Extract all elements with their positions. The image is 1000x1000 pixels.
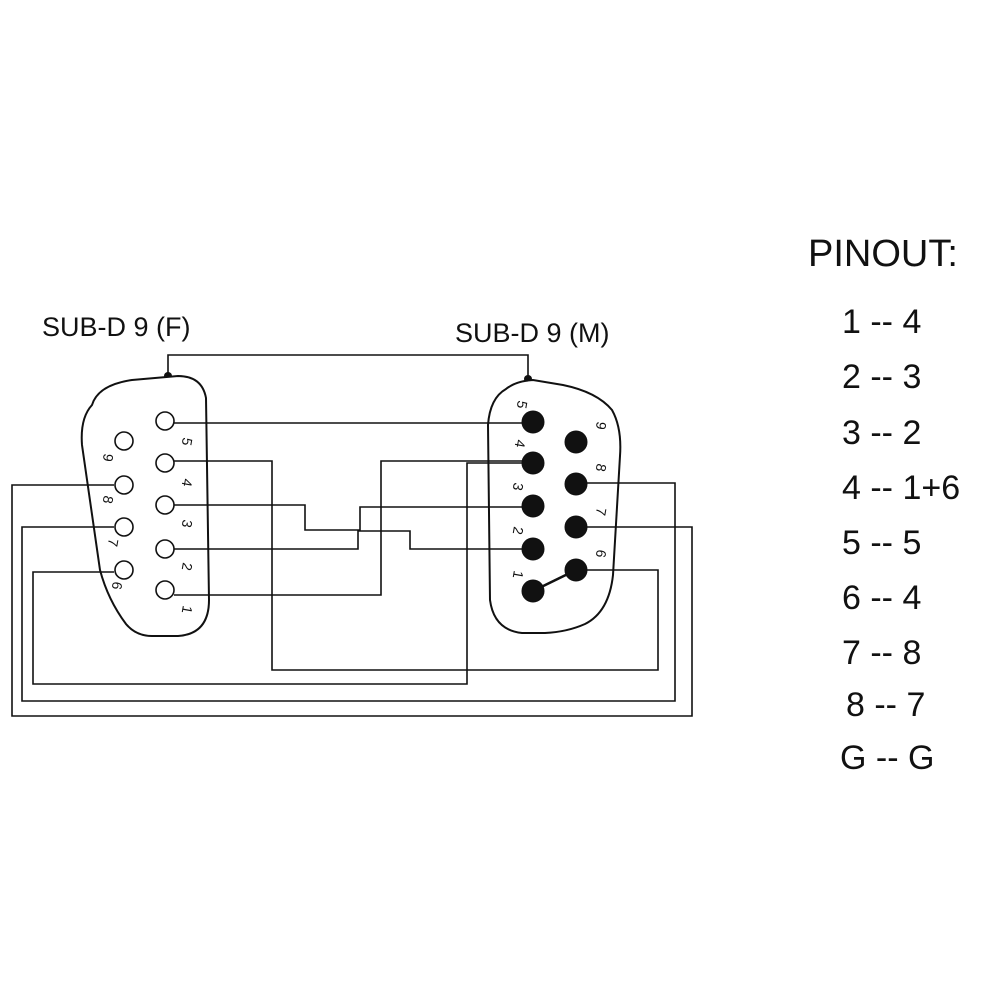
female-connector-shell <box>80 374 211 637</box>
female-pin-7 <box>114 517 134 537</box>
female-pin-5 <box>155 411 175 431</box>
pinout-row: G -- G <box>840 739 934 777</box>
male-pin-number: 8 <box>593 462 610 473</box>
female-pin-4 <box>155 453 175 473</box>
male-connector-title: SUB-D 9 (M) <box>455 318 610 348</box>
female-pin-number: 9 <box>100 452 117 463</box>
ground-wire <box>167 354 529 379</box>
male-pin-3 <box>521 494 545 518</box>
female-pin-6 <box>114 560 134 580</box>
male-pin-number: 7 <box>593 506 610 517</box>
pinout-row: 2 -- 3 <box>842 358 921 396</box>
male-pin-number: 2 <box>510 525 527 536</box>
male-pin-5 <box>521 410 545 434</box>
pinout-row: 6 -- 4 <box>842 579 921 617</box>
male-pin-6 <box>564 558 588 582</box>
female-pin-2 <box>155 539 175 559</box>
female-pin-number: 6 <box>109 580 126 591</box>
pinout-row: 3 -- 2 <box>842 414 921 452</box>
female-pin-number: 3 <box>179 518 196 529</box>
male-pin-number: 1 <box>510 569 527 580</box>
female-pin-8 <box>114 475 134 495</box>
male-pin-number: 9 <box>593 420 610 431</box>
female-pin-number: 5 <box>179 436 196 447</box>
wire-female5-male6 <box>174 460 659 671</box>
wire-female4-male3 <box>174 504 524 531</box>
wire-female8-male7 <box>11 484 693 717</box>
female-pin-3 <box>155 495 175 515</box>
male-pin-2 <box>521 537 545 561</box>
male-pin-number: 6 <box>593 548 610 559</box>
male-pin-number: 4 <box>512 438 529 449</box>
pinout-row: 5 -- 5 <box>842 524 921 562</box>
pinout-row: 8 -- 7 <box>846 686 925 724</box>
male-pin-9 <box>564 430 588 454</box>
female-pin-number: 7 <box>105 537 122 548</box>
male-pin-1 <box>521 579 545 603</box>
wire-female7-male8 <box>21 482 676 702</box>
female-pin-1 <box>155 580 175 600</box>
female-connector-title: SUB-D 9 (F) <box>42 312 191 342</box>
pinout-title: PINOUT: <box>808 233 958 275</box>
pinout-row: 1 -- 4 <box>842 303 921 341</box>
pinout-row: 7 -- 8 <box>842 634 921 672</box>
pinout-row: 4 -- 1+6 <box>842 469 960 507</box>
female-pin-number: 8 <box>100 494 117 505</box>
female-pin-number: 1 <box>179 604 196 615</box>
wire-female6-male4 <box>32 462 524 685</box>
male-pin-number: 3 <box>510 481 527 492</box>
female-pin-number: 4 <box>179 477 196 488</box>
male-pin-7 <box>564 515 588 539</box>
male-pin-number: 5 <box>514 399 531 410</box>
female-pin-number: 2 <box>179 561 196 572</box>
male-pin-8 <box>564 472 588 496</box>
wire-female2-male4 <box>174 460 524 596</box>
male-pin-4 <box>521 451 545 475</box>
wire-female3-male2 <box>174 530 524 550</box>
female-pin-9 <box>114 431 134 451</box>
